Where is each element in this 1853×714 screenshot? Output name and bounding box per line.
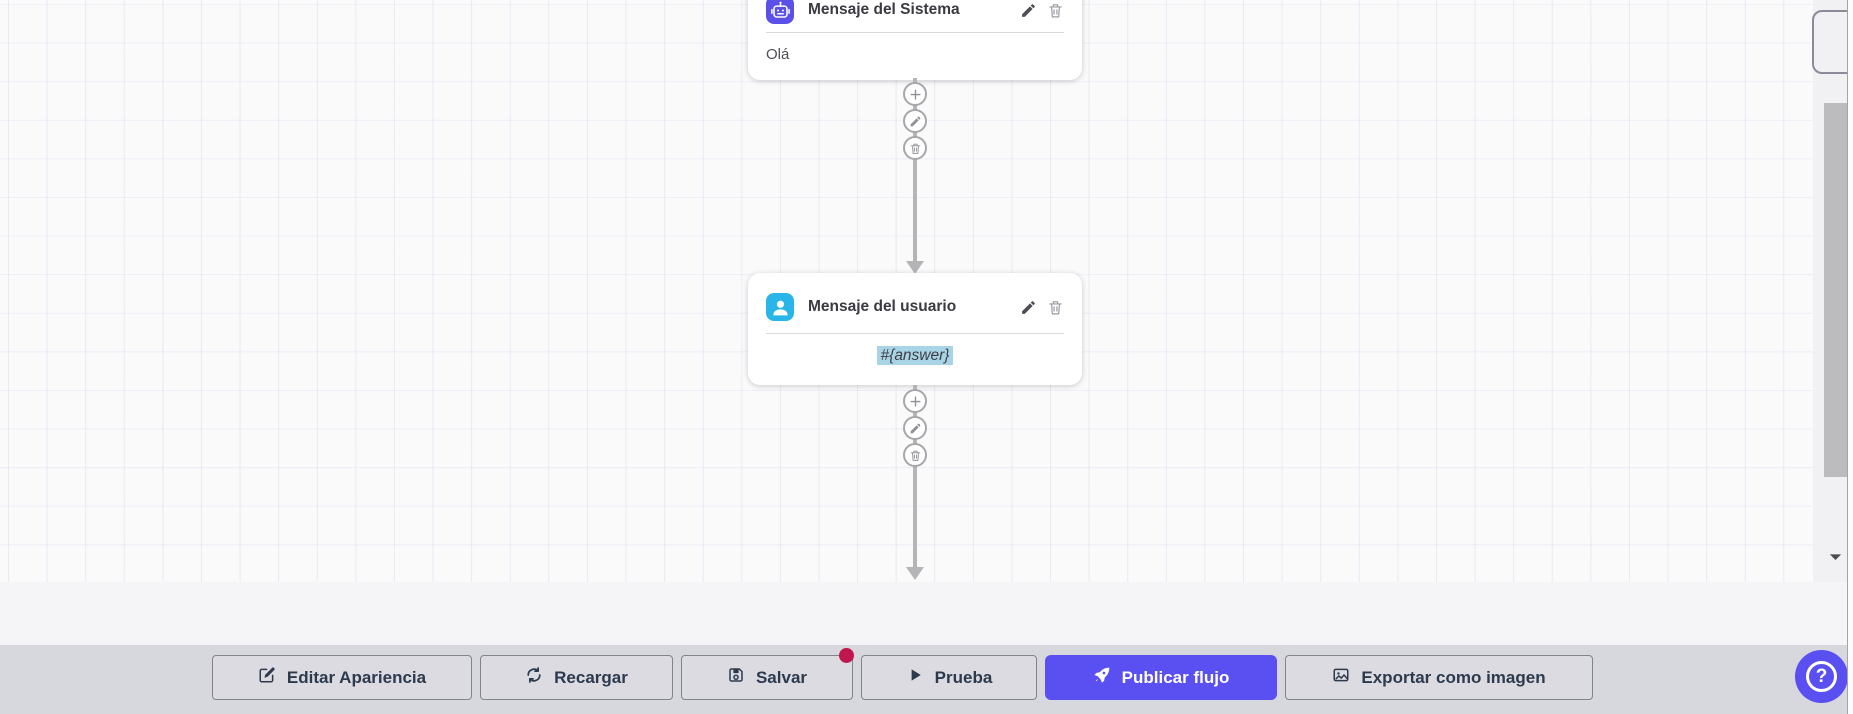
- button-label: Exportar como imagen: [1361, 667, 1546, 687]
- highlighted-variable[interactable]: #{answer}: [876, 346, 954, 365]
- toolbar-button-row: Editar Apariencia Recargar Salvar Prueba…: [212, 648, 1593, 700]
- refresh-icon: [525, 666, 544, 689]
- image-icon: [1332, 666, 1351, 689]
- connector-line: [913, 385, 917, 569]
- node-card-header: Mensaje del Sistema: [748, 0, 1082, 32]
- node-title: Mensaje del usuario: [808, 298, 957, 315]
- node-card-system-message[interactable]: Mensaje del Sistema Olá: [748, 0, 1082, 80]
- button-label: Prueba: [934, 667, 993, 687]
- node-title: Mensaje del Sistema: [808, 1, 960, 18]
- help-button[interactable]: ?: [1795, 650, 1848, 703]
- unsaved-changes-badge: [839, 648, 854, 663]
- edit-icon: [257, 666, 276, 689]
- arrow-down-icon: [906, 261, 924, 274]
- connector: [895, 385, 935, 580]
- connector-actions: [903, 389, 927, 467]
- vertical-scrollbar[interactable]: [1813, 0, 1847, 582]
- button-label: Salvar: [755, 667, 808, 687]
- edit-connection-button[interactable]: [903, 416, 927, 440]
- edit-node-icon[interactable]: [1020, 299, 1037, 316]
- save-button[interactable]: Salvar: [681, 648, 854, 700]
- add-node-button[interactable]: [903, 82, 927, 106]
- node-card-header: Mensaje del usuario: [748, 273, 1082, 333]
- edit-connection-button[interactable]: [903, 109, 927, 133]
- add-node-button[interactable]: [903, 389, 927, 413]
- question-icon: ?: [1806, 661, 1837, 692]
- node-card-user-message[interactable]: Mensaje del usuario #{answer}: [748, 273, 1082, 385]
- button-label: Editar Apariencia: [286, 667, 427, 687]
- save-icon: [726, 666, 745, 689]
- connector-line: [913, 78, 917, 263]
- card-divider: [766, 333, 1064, 334]
- button-label: Recargar: [554, 667, 628, 687]
- play-icon: [905, 666, 924, 689]
- delete-connection-button[interactable]: [903, 443, 927, 467]
- bottom-toolbar: Editar Apariencia Recargar Salvar Prueba…: [0, 645, 1853, 714]
- connector-actions: [903, 82, 927, 160]
- reload-button[interactable]: Recargar: [480, 655, 673, 700]
- edit-appearance-button[interactable]: Editar Apariencia: [212, 655, 472, 700]
- rocket-icon: [1092, 666, 1111, 689]
- delete-node-icon[interactable]: [1047, 2, 1064, 19]
- node-content[interactable]: Olá: [766, 46, 790, 63]
- delete-connection-button[interactable]: [903, 136, 927, 160]
- test-button[interactable]: Prueba: [861, 655, 1037, 700]
- flow-canvas[interactable]: Mensaje del Sistema Olá Mensaje del usua…: [0, 0, 1853, 582]
- node-content[interactable]: #{answer}: [748, 334, 1082, 385]
- caret-down-icon[interactable]: [1825, 548, 1846, 566]
- button-label: Publicar flujo: [1121, 667, 1230, 687]
- scrollbar-thumb[interactable]: [1824, 103, 1847, 477]
- side-panel-partial[interactable]: [1812, 10, 1853, 74]
- arrow-down-icon: [906, 567, 924, 580]
- card-divider: [766, 32, 1064, 33]
- help-glyph: ?: [1815, 666, 1828, 687]
- person-icon: [766, 293, 794, 321]
- export-image-button[interactable]: Exportar como imagen: [1285, 655, 1593, 700]
- robot-icon: [766, 0, 794, 24]
- window-scrollbar-gutter[interactable]: [1847, 0, 1853, 714]
- canvas-footer-band: [0, 582, 1853, 645]
- edit-node-icon[interactable]: [1020, 2, 1037, 19]
- publish-flow-button[interactable]: Publicar flujo: [1045, 655, 1277, 700]
- delete-node-icon[interactable]: [1047, 299, 1064, 316]
- connector: [895, 78, 935, 274]
